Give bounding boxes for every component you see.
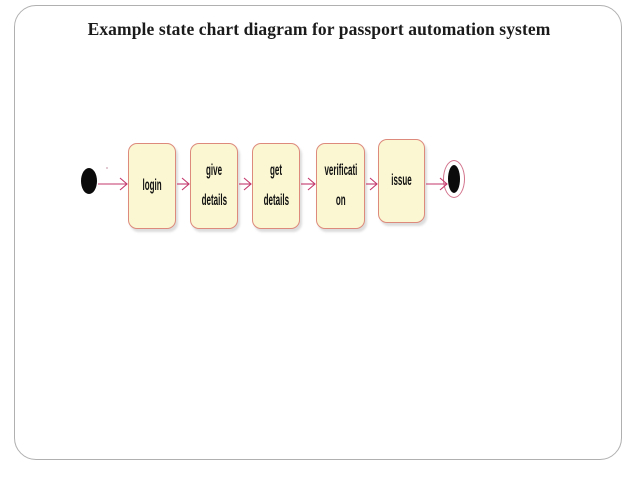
page-title: Example state chart diagram for passport… (87, 19, 551, 39)
transition-get-details-to-verification (301, 177, 316, 191)
state-node-login[interactable]: login (128, 143, 176, 229)
state-label-verification-line-1: verificati (324, 162, 357, 179)
state-label-give-details-line-2: details (201, 192, 227, 209)
stray-dot (106, 167, 108, 169)
state-label-login-line-1: login (142, 177, 162, 194)
transition-login-to-give-details (177, 177, 190, 191)
slide-frame (14, 5, 622, 460)
state-label-give-details-line-1: give (205, 162, 222, 179)
state-node-give-details[interactable]: give details (190, 143, 238, 229)
state-label-get-details-line-1: get (270, 162, 282, 179)
transition-verification-to-issue (366, 177, 378, 191)
transition-give-details-to-get-details (239, 177, 252, 191)
state-label-get-details-line-2: details (263, 192, 289, 209)
final-state-node (448, 165, 460, 193)
state-label-issue-line-1: issue (391, 172, 412, 189)
state-label-verification-line-2: on (335, 192, 346, 209)
transition-initial-to-login (98, 177, 128, 191)
state-node-get-details[interactable]: get details (252, 143, 300, 229)
state-node-issue[interactable]: issue (378, 139, 425, 223)
initial-state-node (81, 168, 97, 194)
state-node-verification[interactable]: verificati on (316, 143, 365, 229)
